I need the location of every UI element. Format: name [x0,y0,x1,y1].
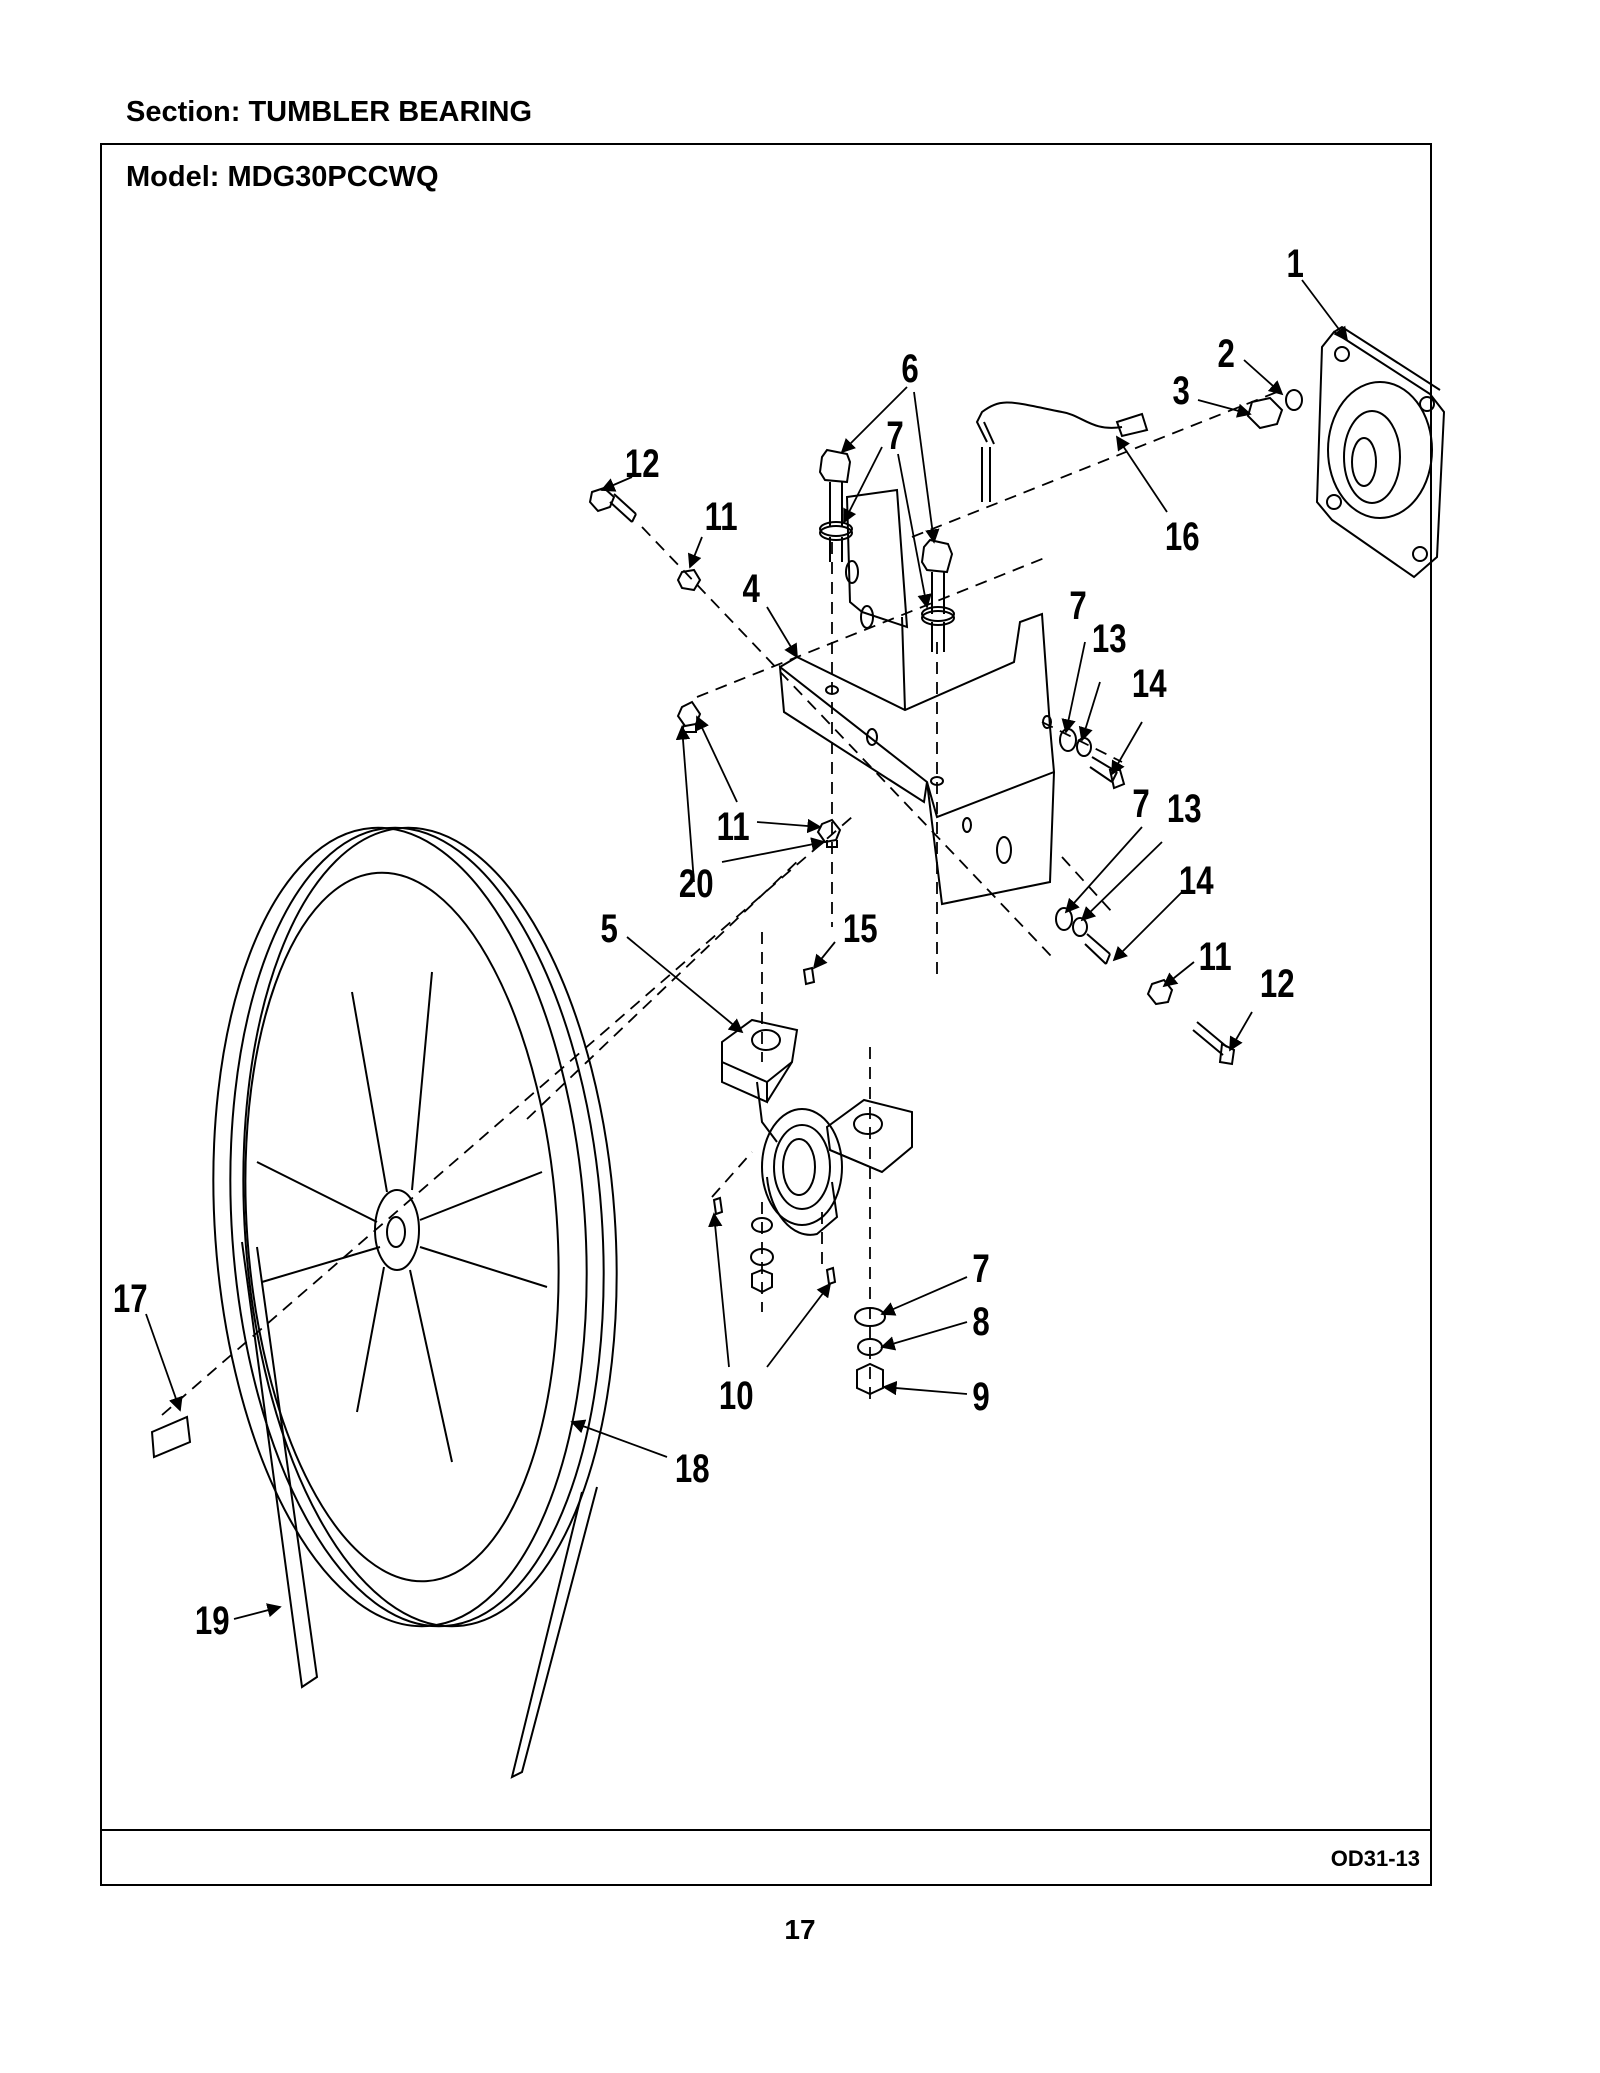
bracket [778,488,1056,906]
callout-17: 17 [113,1276,148,1321]
bolts [818,448,955,652]
callout-11-mid: 11 [717,804,750,849]
callout-6: 6 [901,346,918,391]
callout-10: 10 [719,1373,754,1418]
callout-16: 16 [1165,514,1200,559]
page-number: 17 [784,1914,816,1945]
callout-12-right: 12 [1260,961,1295,1006]
pulley-key [150,1415,192,1459]
callout-15: 15 [843,906,878,951]
pillow-block-bearing [721,1018,913,1236]
callout-18: 18 [675,1446,710,1491]
drawing-code: OD31-13 [1330,1846,1420,1871]
callout-14-right: 14 [1179,858,1214,903]
set-screw [802,966,816,986]
callout-4: 4 [742,566,759,611]
callout-12-top: 12 [625,441,660,486]
assembly-lines [161,391,1278,1416]
callout-7-top: 7 [886,413,903,458]
drawing-footer: OD31-13 [102,1829,1430,1884]
callout-13-top: 13 [1092,616,1127,661]
callout-8: 8 [972,1299,989,1344]
callout-19: 19 [195,1598,230,1643]
callout-7-mid: 7 [1069,583,1086,628]
leader-lines [145,279,1349,1620]
callout-7-right: 7 [1132,781,1149,826]
callout-14-top: 14 [1132,661,1167,706]
callout-13-right: 13 [1167,786,1202,831]
flange-bearing [1315,325,1446,579]
callout-20: 20 [679,861,714,906]
bearing-hardware [712,1196,886,1396]
lock-washer [1285,389,1303,411]
pulley [212,826,618,1628]
drive-belt [241,1241,598,1779]
callout-3: 3 [1172,368,1189,413]
hex-nut [1246,396,1284,430]
drawing-frame: Model: MDG30PCCWQ [100,143,1446,1886]
callout-5: 5 [600,906,617,951]
callout-11-right: 11 [1199,934,1232,979]
callout-2: 2 [1217,331,1234,376]
callout-11-top: 11 [705,494,738,539]
callout-9: 9 [972,1374,989,1419]
section-title: Section: TUMBLER BEARING [126,96,532,128]
callout-1: 1 [1286,241,1303,286]
sensor-cable [975,401,1149,502]
callout-7-bottom: 7 [972,1246,989,1291]
model-title: Model: MDG30PCCWQ [126,161,439,193]
callout-numbers: 1 2 3 6 7 16 12 11 4 7 13 14 11 20 7 13 … [113,241,1304,1643]
